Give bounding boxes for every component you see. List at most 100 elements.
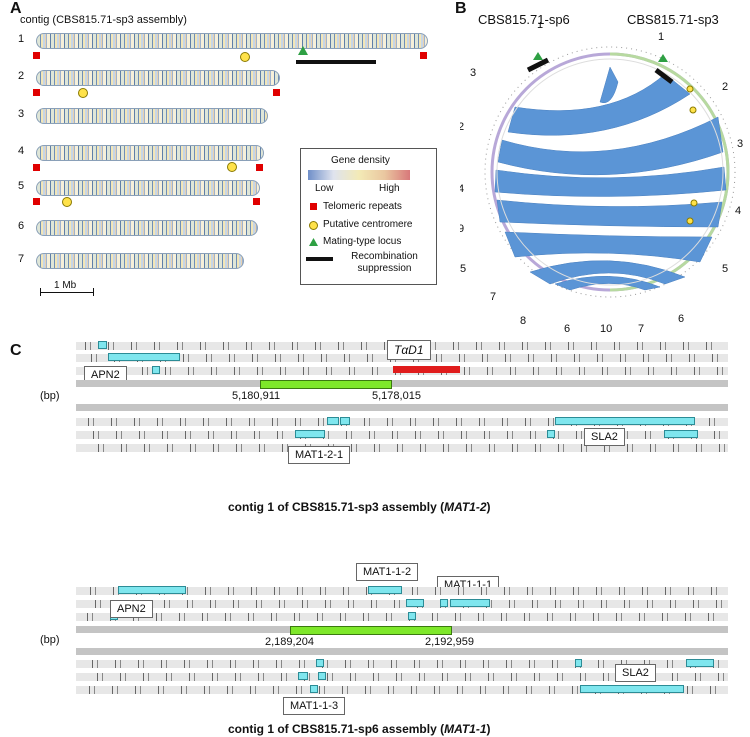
chromosome-label: 4 [18,145,25,157]
telomere-marker [33,89,40,96]
chromosome-3 [36,108,268,124]
chromosome-5 [36,180,260,196]
circos-right-label: 4 [735,205,741,217]
circos-left-label: 5 [460,263,466,275]
cds-marker [98,341,107,349]
gene-track-ticks [76,686,728,694]
cds-marker [408,612,416,620]
circos-right-label: 3 [737,138,743,150]
circos-left-label: 10 [600,323,612,332]
cds-marker [440,599,448,607]
cds-marker [327,417,339,425]
cds-marker [664,430,698,438]
circos-tick-ring [484,46,736,298]
mating-type-locus-icon [298,46,308,55]
scale-bar-tick [40,288,41,296]
apn2-gene-sp3 [108,353,180,361]
mat1-1-2-label: MAT1-1-2 [356,563,419,581]
apn2-label-sp3: APN2 [84,366,127,384]
telomere-marker [33,198,40,205]
panel-b-left-title: CBS815.71-sp6 [478,12,570,27]
mat1-2-1-gene [295,430,325,438]
chromosome-label: 1 [18,33,25,45]
gene-track-ticks [76,660,728,668]
panel-c-letter: C [10,342,22,359]
circos-left-label: 7 [490,291,496,303]
mat1-1-3-label: MAT1-1-3 [283,697,346,715]
cds-marker [575,659,582,667]
mat1-1-2-gene [368,586,402,594]
recombination-suppression-bar [296,60,376,64]
legend-telomeric: Telomeric repeats [323,201,402,212]
centromere-legend-icon [309,221,318,230]
synteny-ribbon [507,73,691,136]
panel-b-right-title: CBS815.71-sp3 [627,12,719,27]
caption-sp3-gene: MAT1-2 [444,500,487,514]
cds-marker [340,417,350,425]
mat1-1-1-gene [450,599,490,607]
cds-marker [547,430,555,438]
telomere-marker [273,89,280,96]
circos-centromere [689,106,697,114]
mat1-2-1-label: MAT1-2-1 [288,446,351,464]
cds-marker [316,659,324,667]
sla2-label-sp6: SLA2 [615,664,656,682]
coord-left-sp6: 2,189,204 [265,636,314,648]
chromosome-label: 3 [18,108,25,120]
caption-sp6-prefix: contig 1 of CBS815.71-sp6 assembly ( [228,722,445,736]
synteny-ribbon [496,199,723,228]
tad1-label: TαD1 [387,340,431,360]
bp-unit-label: (bp) [40,390,60,402]
recombination-legend-icon [306,257,333,261]
synteny-ribbon [599,66,619,104]
apn2-label-sp6: APN2 [110,600,153,618]
legend-high: High [379,183,400,194]
cds-marker [318,672,326,680]
chromosome-label: 5 [18,180,25,192]
circos-left-label: 9 [460,223,464,235]
coord-left-sp3: 5,180,911 [232,390,281,402]
legend-centromere: Putative centromere [323,219,413,230]
chromosome-6 [36,220,258,236]
gene-track-ticks [76,418,728,426]
scale-label: 1 Mb [54,280,77,291]
legend-low: Low [315,183,334,194]
telomere-legend-icon [310,203,317,210]
scale-bar [40,292,94,293]
chromosome-label: 6 [18,220,25,232]
telomere-marker [253,198,260,205]
chromosome-1 [36,33,428,49]
circos-centromere [690,199,698,207]
telomere-marker [33,164,40,171]
circos-left-label: 4 [460,183,464,195]
gene-track-ticks [76,613,728,621]
centromere-marker [227,162,237,172]
circos-plot: 1 3 2 4 9 5 7 8 6 10 1 2 3 4 5 6 7 [460,22,743,332]
circos-left-label: 3 [470,67,476,79]
cds-marker [686,659,714,667]
sla2-gene-sp3 [555,417,695,425]
circos-centromere [686,217,694,225]
gene-track-ticks [76,587,728,595]
circos-left-label: 8 [520,315,526,327]
mating-region-sp6 [290,626,452,635]
legend-recombination: Recombination suppression [351,251,418,274]
chromosome-2 [36,70,280,86]
synteny-ribbon [494,166,727,197]
chromosome-label: 2 [18,70,25,82]
coordinate-axis [76,380,728,387]
chromosome-7 [36,253,244,269]
synteny-ribbon [554,275,661,291]
caption-sp6-suffix: ) [486,722,491,736]
sla2-label-sp3: SLA2 [584,428,625,446]
gene-track-ticks [76,600,728,608]
gene-track-ticks [76,444,728,452]
circos-left-label: 2 [460,121,464,133]
coord-right-sp6: 2,192,959 [425,636,474,648]
panel-b-letter: B [455,0,467,17]
cds-marker [406,599,424,607]
scale-bar-tick [93,288,94,296]
centromere-marker [78,88,88,98]
chromosome-4 [36,145,264,161]
synteny-ribbons [494,66,727,291]
